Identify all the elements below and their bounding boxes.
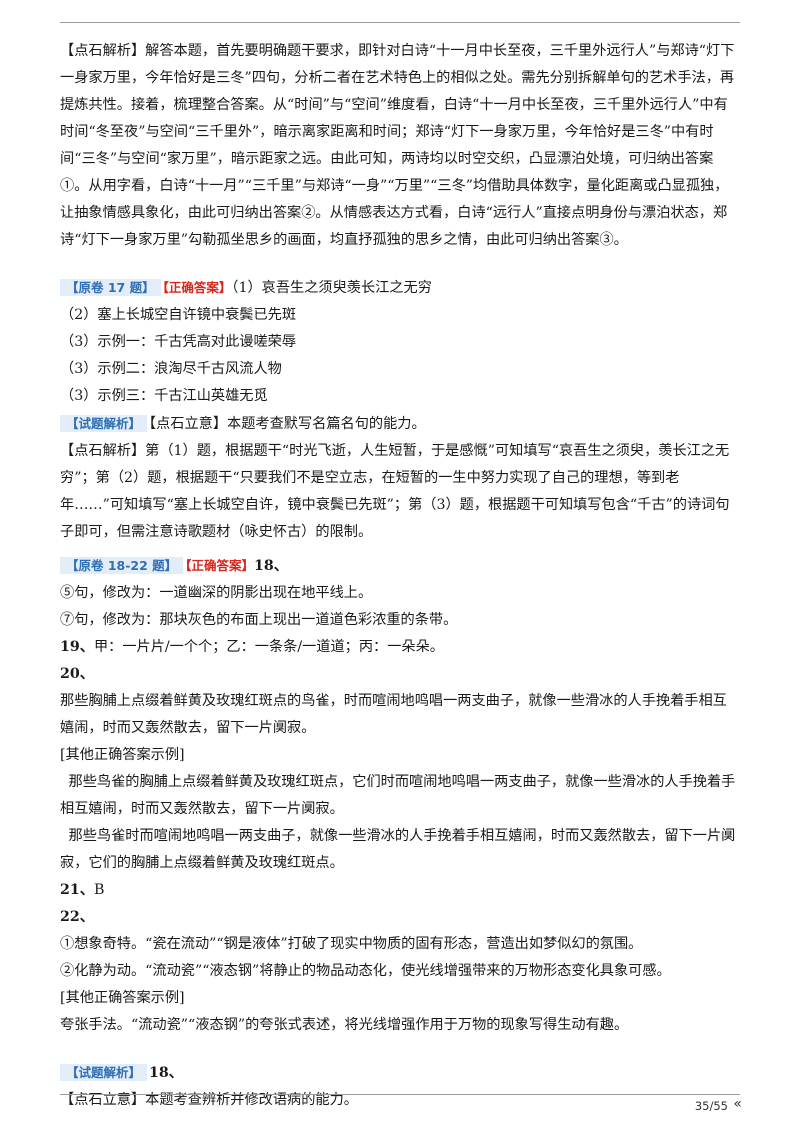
q21-answer: 21、B	[60, 882, 105, 898]
correct-answer-tag: 【正确答案】	[162, 280, 232, 295]
q17-answer-1: （1）哀吾生之须臾羡长江之无穷	[231, 280, 432, 296]
q18-number: 18、	[253, 558, 288, 574]
q17-answer-line-1: 【原卷 17 题】【正确答案】（1）哀吾生之须臾羡长江之无穷	[60, 274, 740, 302]
q22-answer-1: ①想象奇特。“瓷在流动”“钢是液体”打破了现实中物质的固有形态，营造出如梦似幻的…	[60, 936, 643, 952]
page-number: 35/55	[694, 1099, 728, 1113]
q17-answer-5: （3）示例三：千古江山英雄无觅	[60, 388, 268, 404]
analysis-tag: 【试题解析】	[60, 1064, 148, 1081]
q16-analysis: 【点石解析】解答本题，首先要明确题干要求，即针对白诗“十一月中长至夜，三千里外远…	[60, 43, 735, 248]
document-body: 【点石解析】解答本题，首先要明确题干要求，即针对白诗“十一月中长至夜，三千里外远…	[60, 38, 740, 1114]
q18-answer-1: ⑤句，修改为：一道幽深的阴影出现在地平线上。	[60, 585, 373, 601]
q20-example-2: 那些鸟雀时而喧闹地鸣唱一两支曲子，就像一些滑冰的人手挽着手相互嬉闹，时而又轰然散…	[60, 828, 736, 871]
q17-answer-3: （3）示例一：千古凭高对此谩嗟荣辱	[60, 334, 297, 350]
q19-answer: 19、甲：一片片/一个个；乙：一条条/一道道；丙：一朵朵。	[60, 639, 444, 655]
q20-number: 20、	[60, 666, 94, 682]
footer-rule	[60, 1094, 740, 1095]
q17-intent: 【试题解析】【点石立意】本题考查默写名篇名句的能力。	[60, 410, 740, 438]
q20-example-1: 那些鸟雀的胸脯上点缀着鲜黄及玫瑰红斑点，它们时而喧闹地鸣唱一两支曲子，就像一些滑…	[60, 774, 736, 817]
other-answers-label-2: [其他正确答案示例]	[60, 990, 185, 1006]
q17-answer-4: （3）示例二：浪淘尽千古风流人物	[60, 361, 282, 377]
double-chevron-left-icon[interactable]: «	[733, 1096, 742, 1112]
analysis-tag: 【试题解析】	[60, 415, 148, 432]
q18-analysis-number: 18、	[149, 1065, 183, 1081]
q17-answer-2: （2）塞上长城空自许镜中衰鬓已先斑	[60, 307, 297, 323]
q17-analysis: 【点石解析】第（1）题，根据题干“时光飞逝，人生短暂，于是感慨”可知填写“哀吾生…	[60, 443, 730, 540]
q21-number: 21、	[60, 882, 94, 898]
q22-answer-2: ②化静为动。“流动瓷”“液态钢”将静止的物品动态化，使光线增强带来的万物形态变化…	[60, 963, 671, 979]
header-rule	[60, 22, 740, 23]
q18-analysis-header: 【试题解析】18、	[60, 1059, 740, 1087]
q19-number: 19、	[60, 639, 94, 655]
q18-22-answer-line: 【原卷 18-22 题】【正确答案】18、	[60, 552, 740, 580]
q18-answer-2: ⑦句，修改为：那块灰色的布面上现出一道道色彩浓重的条带。	[60, 612, 458, 628]
q18-intent: 【点石立意】本题考查辨析并修改语病的能力。	[60, 1092, 358, 1108]
q20-answer: 那些胸脯上点缀着鲜黄及玫瑰红斑点的鸟雀，时而喧闹地鸣唱一两支曲子，就像一些滑冰的…	[60, 693, 727, 736]
q17-source-tag: 【原卷 17 题】	[60, 279, 161, 296]
correct-answer-tag: 【正确答案】	[185, 558, 254, 573]
q18-22-source-tag: 【原卷 18-22 题】	[60, 557, 184, 574]
q22-example: 夸张手法。“流动瓷”“液态钢”的夸张式表述，将光线增强作用于万物的现象写得生动有…	[60, 1017, 629, 1033]
q22-number: 22、	[60, 909, 94, 925]
other-answers-label-1: [其他正确答案示例]	[60, 747, 185, 763]
